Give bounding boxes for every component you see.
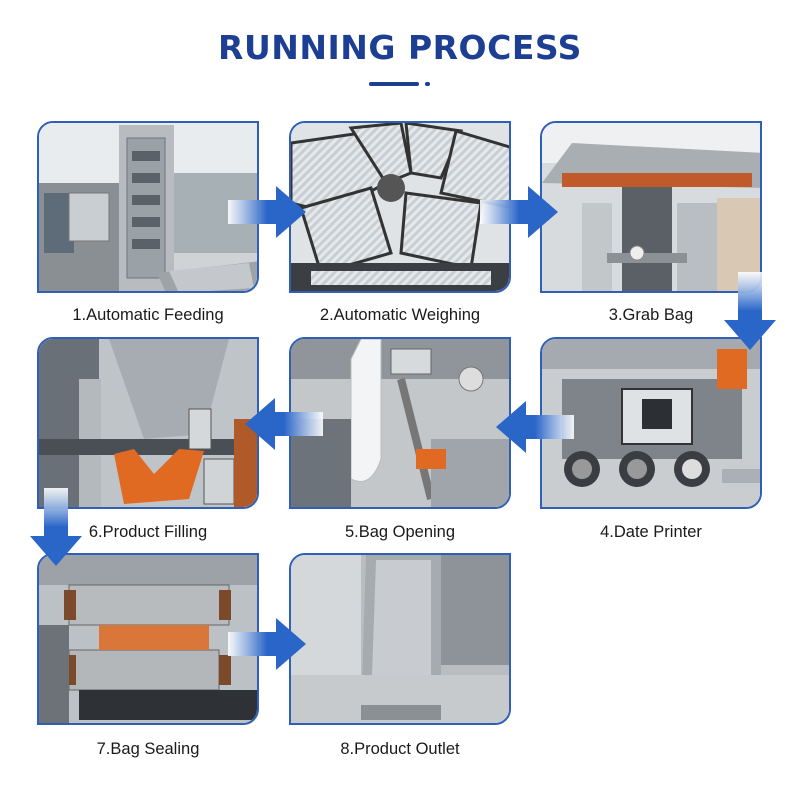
arrow-right-icon	[228, 186, 306, 238]
step-7-photo	[37, 553, 259, 725]
step-2-photo	[289, 121, 511, 293]
step-5-label: 5.Bag Opening	[344, 523, 456, 541]
title-underline-dot	[425, 82, 430, 86]
step-4-label: 4.Date Printer	[600, 523, 702, 541]
step-1-label: 1.Automatic Feeding	[72, 306, 224, 324]
step-6-label: 6.Product Filling	[88, 523, 208, 541]
arrow-right-icon	[228, 618, 306, 670]
step-3-label: 3.Grab Bag	[608, 306, 694, 324]
arrow-down-icon	[724, 272, 776, 350]
arrow-left-icon	[245, 398, 323, 450]
step-6-photo	[37, 337, 259, 509]
step-5-photo	[289, 337, 511, 509]
step-4-photo	[540, 337, 762, 509]
page-title: RUNNING PROCESS	[218, 28, 582, 67]
step-7-label: 7.Bag Sealing	[96, 740, 200, 758]
arrow-down-icon	[30, 488, 82, 566]
step-8-label: 8.Product Outlet	[340, 740, 460, 758]
arrow-right-icon	[480, 186, 558, 238]
step-8-photo	[289, 553, 511, 725]
step-2-label: 2.Automatic Weighing	[319, 306, 481, 324]
step-3-photo	[540, 121, 762, 293]
arrow-left-icon	[496, 401, 574, 453]
title-underline	[369, 82, 419, 86]
step-1-photo	[37, 121, 259, 293]
